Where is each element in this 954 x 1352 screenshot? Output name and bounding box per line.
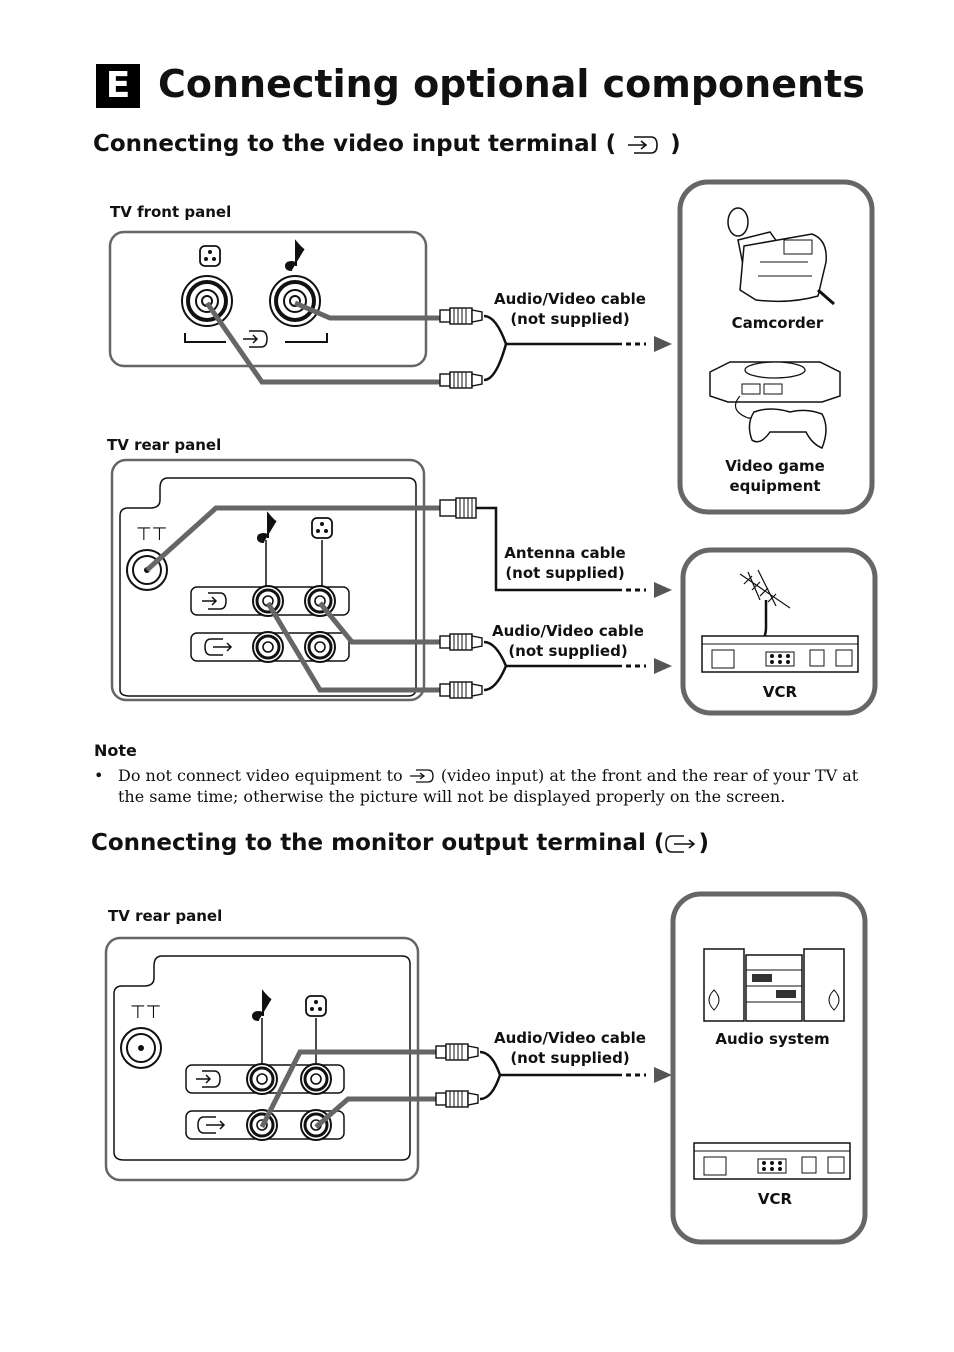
note-title: Note — [94, 741, 137, 760]
section2-heading: Connecting to the monitor output termina… — [91, 830, 709, 856]
antenna-plug — [439, 497, 477, 519]
vcr-icon — [693, 1142, 851, 1180]
section-badge: E — [96, 64, 140, 108]
rear-panel-label-2: TV rear panel — [108, 907, 223, 925]
vcr-label-2: VCR — [757, 1190, 793, 1208]
video-input-icon — [409, 769, 434, 783]
av-cable-label-front: Audio/Video cable(not supplied) — [494, 290, 646, 328]
section1-heading-text: Connecting to the video input terminal ( — [93, 131, 617, 157]
section2-heading-close: ) — [698, 830, 709, 856]
note-text-after: (video input) at the front and the rear … — [118, 766, 859, 806]
rear-panel-label: TV rear panel — [107, 436, 222, 454]
section1-heading: Connecting to the video input terminal (… — [93, 131, 681, 157]
tv-rear-panel — [110, 458, 426, 702]
monitor-output-icon — [665, 834, 696, 853]
av-plug — [439, 371, 483, 389]
page-title: Connecting optional components — [158, 62, 865, 106]
svg-text:⊤⊤: ⊤⊤ — [136, 524, 167, 545]
video-input-icon — [628, 135, 658, 154]
tv-rear-panel-2 — [104, 936, 420, 1182]
front-panel-label: TV front panel — [110, 203, 232, 221]
camcorder-label: Camcorder — [731, 314, 824, 332]
av-cable-label-monitor: Audio/Video cable(not supplied) — [494, 1029, 646, 1067]
section2-heading-text: Connecting to the monitor output termina… — [91, 830, 665, 856]
av-plug — [439, 307, 483, 325]
audio-system-label: Audio system — [715, 1030, 830, 1048]
camcorder-icon — [727, 207, 835, 306]
av-cable-label-rear: Audio/Video cable(not supplied) — [492, 622, 644, 660]
tv-front-panel — [108, 230, 428, 368]
note-text-before: Do not connect video equipment to — [118, 766, 403, 785]
vcr-label-1: VCR — [762, 683, 798, 701]
vcr-icon — [701, 569, 859, 673]
antenna-cable-label: Antenna cable(not supplied) — [504, 544, 626, 582]
section1-heading-close: ) — [670, 131, 681, 157]
game-console-icon — [709, 361, 841, 449]
note-bullet: • — [94, 766, 104, 785]
audio-system-icon — [703, 948, 845, 1022]
svg-text:⊤⊤: ⊤⊤ — [130, 1002, 161, 1023]
